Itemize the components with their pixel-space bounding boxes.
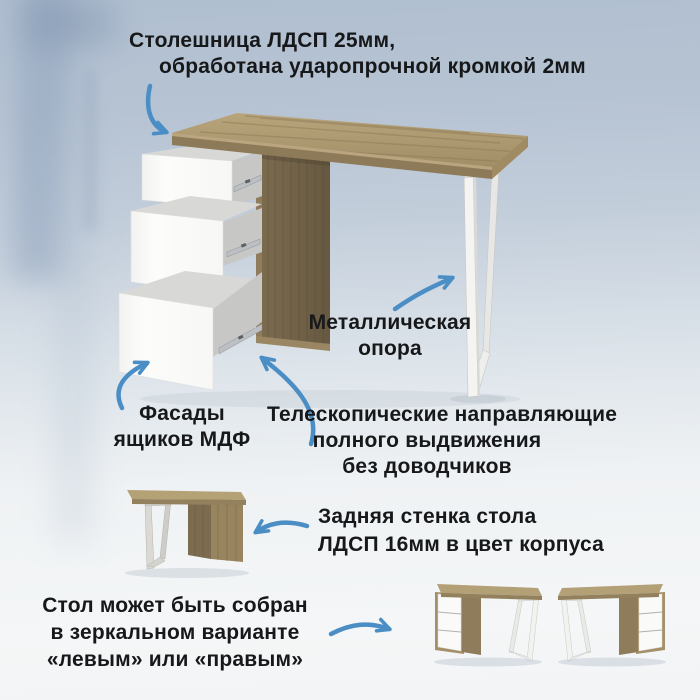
- back-panel-label-line1: Задняя стенка стола: [318, 505, 537, 528]
- mirror-option-label-line3: «левым» или «правым»: [46, 648, 304, 671]
- mirror-option-label: Стол может быть собран в зеркальном вари…: [35, 592, 315, 673]
- metal-leg: [508, 595, 540, 662]
- slides-label-line2: полного выдвижения: [312, 429, 542, 452]
- mini-desk-left-variant: [434, 584, 542, 667]
- main-desk-illustration: [118, 113, 528, 408]
- tabletop: [437, 584, 542, 600]
- tabletop-label-line1: Столешница ЛДСП 25мм,: [129, 29, 396, 52]
- drawer-fronts-label: Фасады ящиков МДФ: [107, 401, 257, 453]
- drawer-fronts-label-line1: Фасады: [139, 402, 225, 425]
- tabletop: [172, 113, 528, 179]
- arrow-right-to-mirror-desks: [328, 617, 392, 637]
- annotation-arrows: [116, 83, 455, 637]
- back-panel-label: Задняя стенка стола ЛДСП 16мм в цвет кор…: [318, 503, 604, 559]
- drawer-bottom: [118, 271, 263, 391]
- arrow-to-metal-leg: [392, 275, 455, 312]
- tabletop-label-line2: обработана ударопрочной кромкой 2мм: [159, 55, 586, 78]
- drawer-cabinet: [435, 592, 481, 655]
- slides-label-line3: без доводчиков: [342, 455, 512, 478]
- cabinet-back-panel: [188, 497, 243, 562]
- slides-label-line1: Телескопические направляющие: [267, 403, 618, 426]
- metal-support-label: Металлическая опора: [305, 310, 475, 362]
- curved-arrow-to-slides: [259, 355, 316, 447]
- mirror-option-label-line1: Стол может быть собран: [42, 594, 308, 617]
- back-view-desk-illustration: [125, 490, 249, 578]
- metal-leg: [144, 499, 172, 570]
- drawer-top: [141, 144, 262, 209]
- mini-desk-right-variant: [557, 583, 667, 667]
- arrow-left-to-back-panel: [253, 519, 310, 535]
- curved-arrow-to-drawer-front: [116, 360, 150, 411]
- drawer-fronts-label-line2: ящиков МДФ: [113, 428, 251, 451]
- tabletop: [127, 490, 246, 505]
- metal-support-label-line2: опора: [358, 337, 422, 360]
- metal-leg: [463, 166, 500, 398]
- slides-label: Телескопические направляющие полного выд…: [267, 402, 618, 480]
- back-panel-label-line2: ЛДСП 16мм в цвет корпуса: [318, 533, 605, 556]
- tabletop-label: Столешница ЛДСП 25мм, обработана ударопр…: [129, 28, 586, 80]
- metal-support-label-line1: Металлическая: [308, 311, 472, 334]
- mirror-option-label-line2: в зеркальном варианте: [50, 621, 300, 644]
- curved-arrow-to-tabletop: [145, 83, 169, 136]
